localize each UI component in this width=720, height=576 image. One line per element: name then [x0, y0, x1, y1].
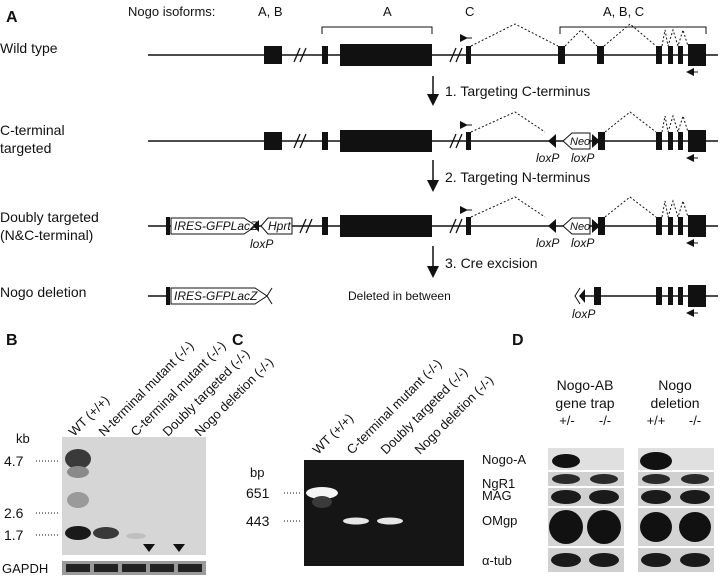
step-1-label: 1. Targeting C-terminus — [445, 83, 590, 99]
isoform-a-label: A — [383, 4, 392, 19]
deleted-in-between-label: Deleted in between — [348, 289, 451, 303]
loxp-label: loxP — [572, 307, 595, 321]
c-terminal-label-1: C-terminal — [0, 122, 65, 138]
doubly-targeted-gene-map: IRES-GFPLacZ Hprt loxP Neo loxP — [148, 196, 718, 251]
wild-type-gene-map — [148, 23, 718, 76]
isoform-abc-label: A, B, C — [603, 4, 644, 19]
kb-unit: kb — [16, 431, 30, 446]
panel-c-label: C — [232, 332, 244, 349]
hprt-label: Hprt — [268, 219, 291, 233]
size-marker: 1.7 — [4, 527, 24, 543]
step-3-label: 3. Cre excision — [445, 255, 538, 271]
gapdh-blot — [62, 561, 206, 575]
row-label: OMgp — [482, 513, 517, 528]
panel-a: A Nogo isoforms: A, B A C A, B, C Wild t… — [0, 4, 718, 321]
wild-type-label: Wild type — [0, 40, 58, 56]
loxp-label: loxP — [250, 237, 273, 251]
loxp-label: loxP — [536, 151, 559, 165]
western-blot-group-2 — [638, 448, 714, 572]
gapdh-label: GAPDH — [2, 561, 48, 576]
genotype-label: -/- — [689, 413, 701, 428]
doubly-label-1: Doubly targeted — [0, 209, 99, 225]
isoforms-label: Nogo isoforms: — [128, 4, 215, 19]
neo-cassette-label: Neo — [570, 136, 590, 148]
ires-gfplacz-label: IRES-GFPLacZ — [174, 219, 258, 233]
arrowhead-marker — [143, 544, 155, 552]
genotype-label: +/- — [559, 413, 575, 428]
western-blot-group-1 — [548, 448, 624, 572]
size-marker: 443 — [246, 513, 270, 529]
isoform-c-label: C — [465, 4, 474, 19]
isoform-a-bracket — [321, 26, 433, 34]
row-label: Nogo-A — [482, 452, 526, 467]
southern-blot — [62, 437, 206, 555]
isoform-abc-bracket — [559, 26, 707, 34]
size-marker: 2.6 — [4, 505, 24, 521]
step-2-label: 2. Targeting N-terminus — [445, 169, 590, 185]
arrowhead-marker — [173, 544, 185, 552]
c-terminal-label-2: targeted — [0, 140, 51, 156]
panel-d-label: D — [512, 332, 524, 349]
loxp-label: loxP — [536, 236, 559, 250]
ires-gfplacz-label: IRES-GFPLacZ — [174, 289, 258, 303]
group-2-title-1: Nogo — [658, 377, 692, 393]
group-1-title-2: gene trap — [555, 395, 614, 411]
loxp-label: loxP — [571, 151, 594, 165]
panel-d: D Nogo-AB gene trap Nogo deletion +/- -/… — [482, 332, 714, 572]
panel-c-lane-labels: WT (+/+) C-terminal mutant (-/-) Doubly … — [310, 356, 497, 457]
c-terminal-gene-map: Neo loxP loxP — [148, 111, 718, 165]
genotype-label: -/- — [599, 413, 611, 428]
bp-unit: bp — [250, 465, 264, 480]
panel-a-label: A — [6, 9, 18, 26]
group-1-title-1: Nogo-AB — [557, 377, 614, 393]
panel-b: B WT (+/+) N-terminal mutant (-/-) C-ter… — [2, 332, 276, 576]
panel-b-lane-labels: WT (+/+) N-terminal mutant (-/-) C-termi… — [66, 338, 277, 439]
size-marker: 651 — [246, 485, 270, 501]
row-label: α-tub — [482, 553, 512, 568]
panel-b-label: B — [6, 332, 18, 349]
size-marker: 4.7 — [4, 453, 24, 469]
doubly-label-2: (N&C-terminal) — [0, 227, 93, 243]
nogo-deletion-gene-map: IRES-GFPLacZ Deleted in between loxP — [148, 285, 718, 321]
isoform-ab-label: A, B — [258, 4, 283, 19]
row-label: NgR1 — [482, 476, 515, 491]
genotype-label: +/+ — [647, 413, 666, 428]
group-2-title-2: deletion — [650, 395, 699, 411]
row-label: MAG — [482, 488, 512, 503]
loxp-label: loxP — [571, 236, 594, 250]
pcr-gel — [304, 460, 464, 566]
nogo-deletion-label: Nogo deletion — [0, 284, 86, 300]
neo-cassette-label: Neo — [570, 221, 590, 233]
